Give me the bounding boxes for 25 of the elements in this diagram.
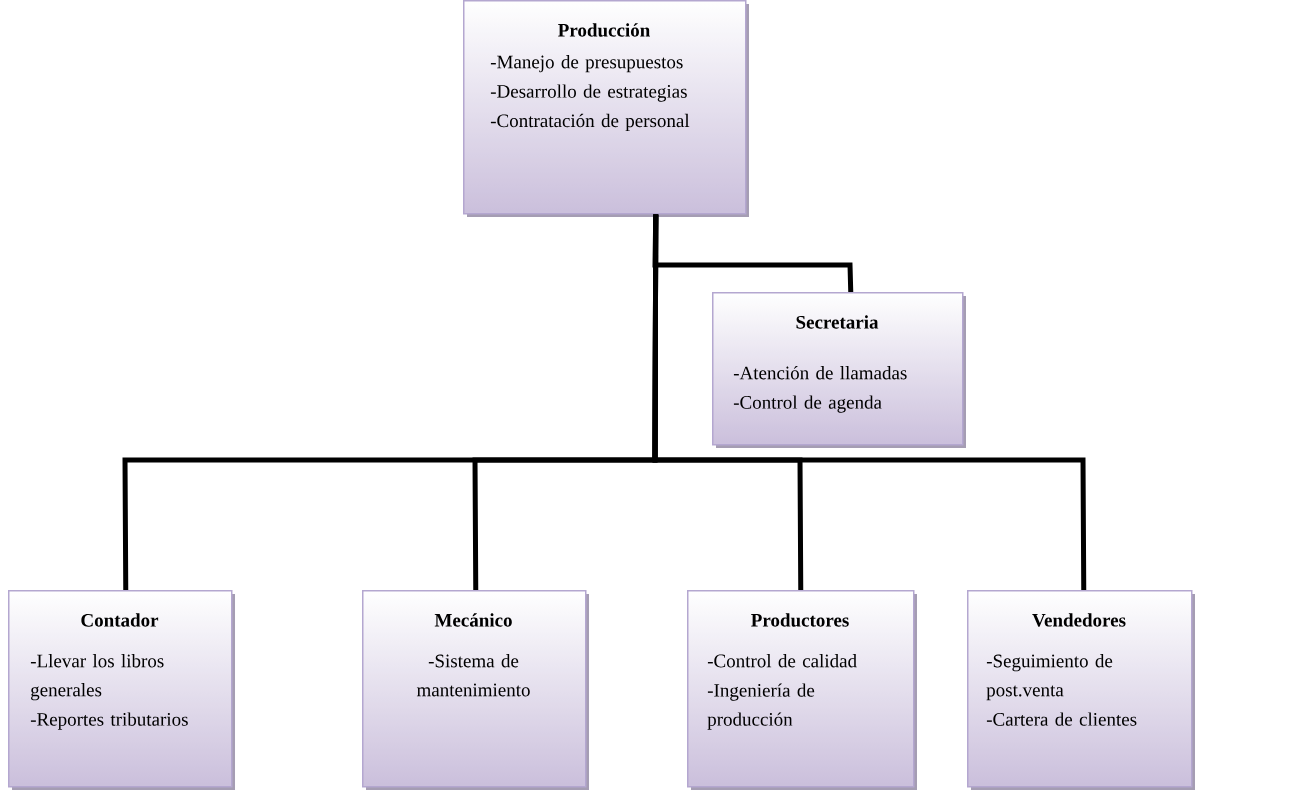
- box-text: -Atención de llamadas: [733, 366, 907, 380]
- box-heading: Producción: [558, 23, 650, 37]
- box-heading: Productores: [751, 613, 849, 627]
- box-text: -Manejo de presupuestos: [490, 55, 683, 73]
- box-heading: Vendedores: [1032, 613, 1126, 627]
- box-text: -Reportes tributarios: [30, 712, 188, 730]
- box-text: -Control de agenda: [733, 395, 882, 413]
- box-text: -Cartera de clientes: [986, 712, 1137, 726]
- box-heading: Contador: [81, 613, 159, 627]
- box-text: -Seguimiento de post.venta: [986, 654, 1113, 701]
- box-text: -Sistema de mantenimiento: [416, 654, 530, 697]
- box-text: -Contratación de personal: [490, 113, 690, 132]
- box-text: -Control de calidad: [707, 654, 857, 668]
- box-text: -Llevar los libros generales: [30, 654, 164, 701]
- box-heading: Mecánico: [434, 613, 512, 627]
- org-box: [712, 292, 966, 448]
- box-text: -Ingeniería de producción: [707, 683, 815, 730]
- org-box: [463, 0, 749, 217]
- org-box: [687, 590, 917, 790]
- org-box: [362, 590, 589, 790]
- org-box: [8, 590, 235, 790]
- box-text: -Desarrollo de estrategias: [490, 84, 687, 102]
- org-box: [967, 590, 1195, 790]
- box-heading: Secretaria: [796, 315, 879, 329]
- connector-line: [652, 214, 1087, 590]
